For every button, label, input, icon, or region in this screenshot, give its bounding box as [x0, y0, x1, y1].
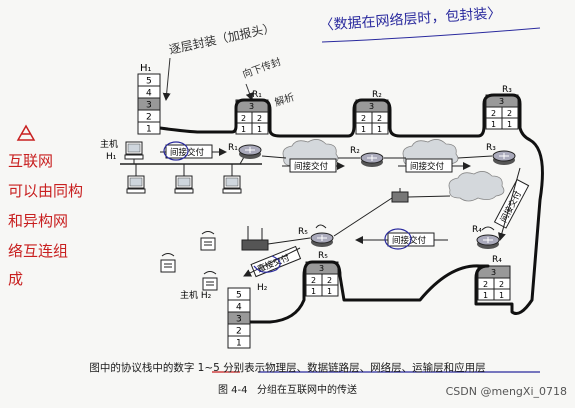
svg-text:3: 3	[236, 315, 242, 325]
left-red-notes: 互联网 可以由同构 和异构网 络互连组 成	[8, 124, 83, 288]
svg-text:1: 1	[257, 125, 262, 134]
h1-layer-2: 2	[146, 113, 152, 123]
host-h1-label: 主机	[100, 138, 118, 150]
svg-text:R₅: R₅	[318, 251, 328, 261]
note-line-3: 和异构网	[8, 212, 68, 230]
svg-text:间接交付: 间接交付	[294, 161, 329, 172]
annotation-top-left: 逐层封装（加报头）	[168, 20, 277, 57]
svg-text:1: 1	[361, 125, 366, 134]
router-r1-label: R₁	[228, 143, 238, 153]
lan-pc-1	[126, 175, 146, 194]
svg-text:1: 1	[236, 339, 242, 349]
r2-protocol-stack: R₂ 3 2 2 1 1	[355, 90, 389, 135]
svg-text:1: 1	[241, 125, 246, 134]
h1-layer-1: 1	[146, 125, 152, 135]
r4-protocol-stack: R₄ 3 2 2 1 1	[477, 255, 511, 301]
r5-protocol-stack: R₅ 3 2 2 1 1	[305, 251, 339, 297]
svg-text:2: 2	[491, 109, 496, 118]
svg-text:1: 1	[311, 287, 316, 296]
svg-text:1: 1	[483, 291, 488, 300]
svg-text:R₄: R₄	[492, 255, 502, 265]
watermark: CSDN @mengXi_0718	[445, 385, 567, 398]
caption-line-1: 图中的协议栈中的数字 1~5 分别表示物理层、数据链路层、网络层、运输层和应用层	[0, 360, 575, 375]
svg-text:R₁: R₁	[252, 90, 262, 100]
svg-text:3: 3	[491, 268, 496, 277]
packet-path	[159, 93, 544, 324]
svg-text:2: 2	[311, 276, 316, 285]
svg-text:1: 1	[507, 120, 512, 129]
svg-text:1: 1	[377, 125, 382, 134]
svg-text:2: 2	[241, 114, 246, 123]
lan-pc-2	[174, 175, 194, 194]
svg-text:2: 2	[483, 280, 488, 289]
mobile-device-2	[160, 253, 176, 273]
svg-text:2: 2	[377, 114, 382, 123]
svg-text:3: 3	[249, 102, 254, 111]
h2-protocol-stack: 5 4 3 2 1	[227, 287, 251, 349]
h1-protocol-stack: 5 4 3 2 1	[137, 73, 161, 135]
router-r4-label: R₄	[472, 225, 482, 235]
network-cloud-3	[448, 171, 505, 202]
router-r1	[238, 144, 262, 160]
caption-layer-list: 物理层、数据链路层、网络层、运输层和应用层	[265, 362, 486, 374]
router-r4	[476, 234, 500, 250]
figure-title: 分组在互联网中的传送	[257, 385, 358, 396]
h1-layer-3: 3	[146, 101, 152, 111]
svg-text:3: 3	[499, 97, 504, 106]
svg-text:2: 2	[257, 114, 262, 123]
note-line-1: 互联网	[8, 152, 53, 170]
svg-text:4: 4	[236, 303, 242, 313]
wireless-ap	[241, 226, 269, 251]
host-h1-label-sub: H₁	[106, 152, 117, 162]
svg-text:5: 5	[236, 291, 242, 301]
r3-protocol-stack: R₃ 3 2 2 1 1	[485, 85, 519, 130]
svg-text:2: 2	[499, 280, 504, 289]
indirect-box-1	[165, 144, 213, 159]
annotation-unwrap: 解析	[273, 90, 296, 109]
svg-text:2: 2	[361, 114, 366, 123]
figure-number: 图 4-4	[217, 385, 248, 396]
lan-pc-3	[222, 175, 242, 194]
note-line-2: 可以由同构	[8, 182, 83, 200]
caption-prefix: 图中的协议栈中的数字 1~5 分别表示	[89, 362, 266, 374]
router-r2	[360, 152, 384, 168]
relay-device	[391, 188, 409, 203]
indirect-box-2	[289, 158, 337, 173]
svg-text:2: 2	[327, 276, 332, 285]
svg-text:R₂: R₂	[372, 90, 382, 100]
router-r3-label: R₃	[486, 143, 496, 153]
h1-layer-4: 4	[146, 89, 152, 99]
svg-text:3: 3	[369, 102, 374, 111]
annotation-stack-note: 向下传封	[241, 55, 283, 81]
mobile-device-3	[202, 271, 218, 291]
svg-text:2: 2	[236, 327, 242, 337]
svg-text:间接交付: 间接交付	[410, 161, 445, 172]
svg-text:2: 2	[507, 109, 512, 118]
indirect-box-4	[493, 178, 530, 229]
mobile-device-1	[200, 231, 216, 251]
svg-text:R₃: R₃	[502, 85, 512, 95]
host-h2-label: 主机 H₂	[180, 289, 212, 301]
annotation-top-right: 〈数据在网络层时，包封装〉	[319, 5, 502, 34]
svg-text:间接交付: 间接交付	[392, 235, 427, 246]
note-line-5: 成	[8, 270, 23, 288]
svg-text:1: 1	[327, 287, 332, 296]
svg-text:1: 1	[499, 291, 504, 300]
host-h1-pc	[124, 141, 144, 160]
h2-stack-label: H₂	[257, 283, 268, 293]
router-r2-label: R₂	[350, 146, 360, 156]
r1-protocol-stack: R₁ 3 2 2 1 1	[235, 90, 269, 135]
h1-layer-5: 5	[146, 77, 152, 87]
router-r3	[492, 150, 516, 166]
router-r5	[310, 232, 334, 248]
indirect-box-3	[405, 158, 453, 173]
note-line-4: 络互连组	[8, 242, 68, 260]
svg-text:1: 1	[491, 120, 496, 129]
svg-text:3: 3	[319, 264, 324, 273]
h1-stack-label: H₁	[140, 63, 152, 74]
router-r5-label: R₅	[298, 227, 308, 237]
caption-line-2: 图 4-4 分组在互联网中的传送	[0, 381, 575, 396]
